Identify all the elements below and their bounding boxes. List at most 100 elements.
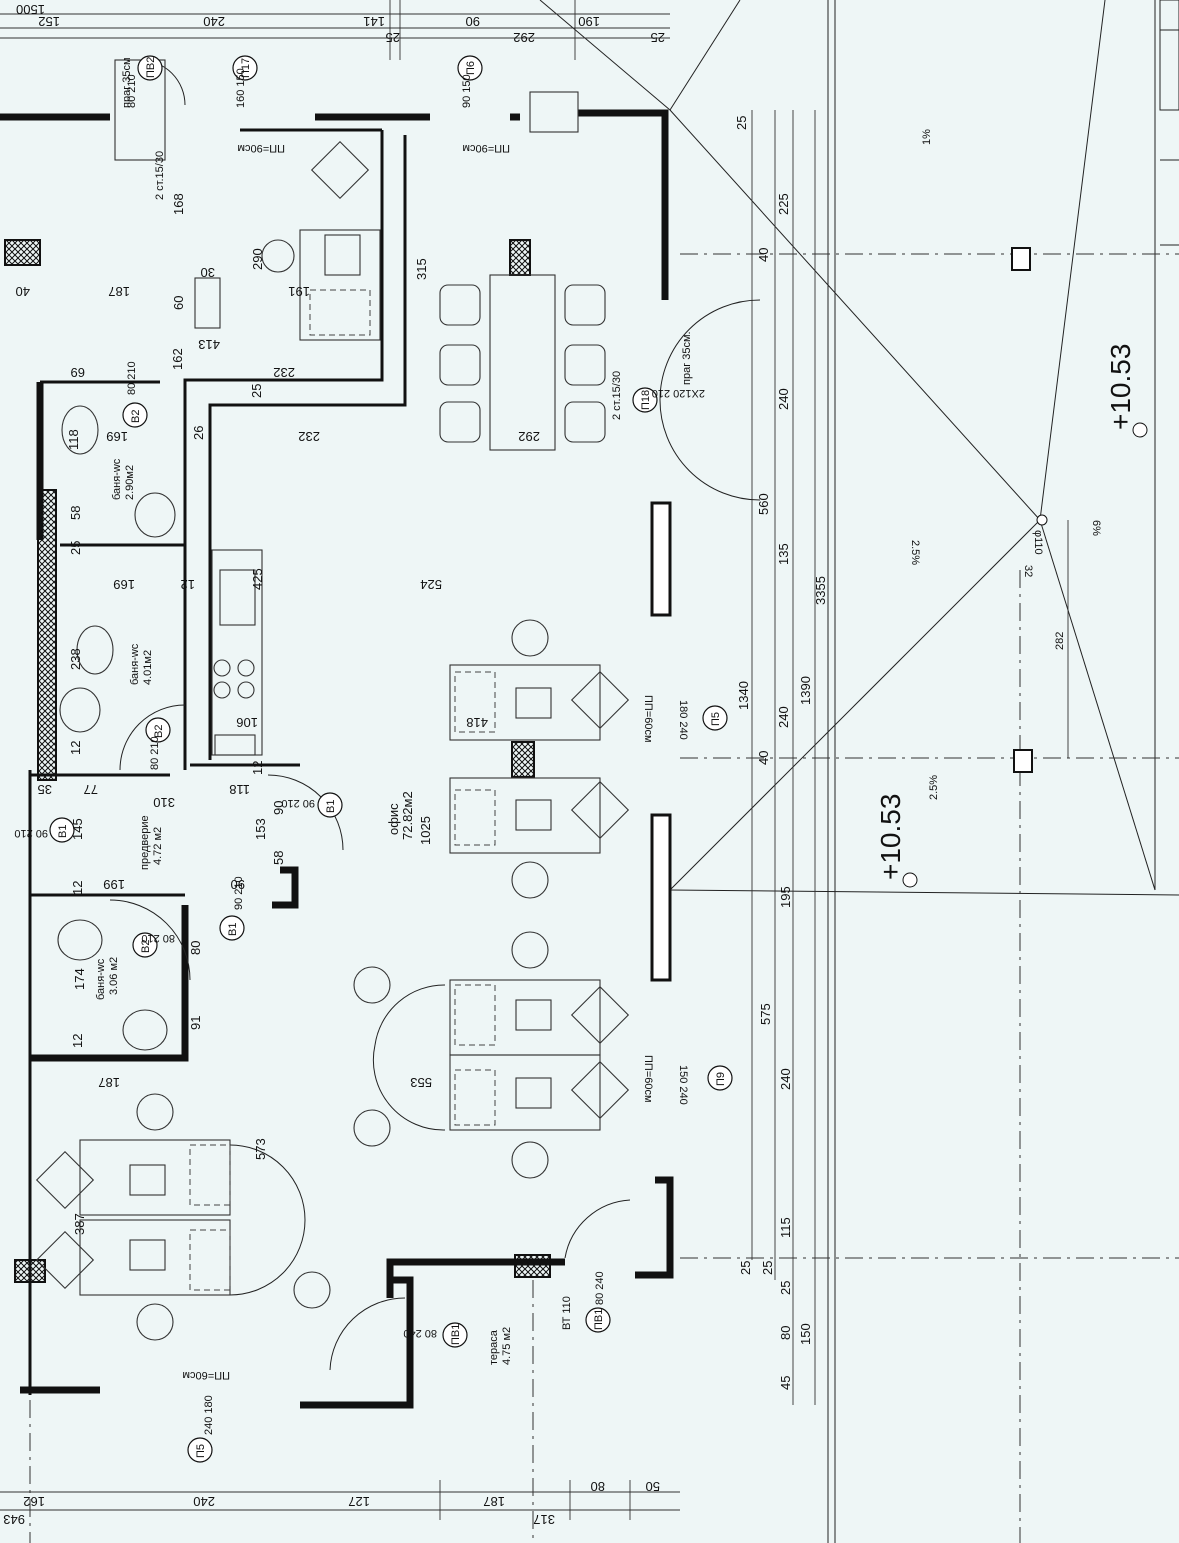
- dim-right-1340: 1340: [736, 681, 751, 710]
- door-tag-b2c: В2: [132, 932, 158, 958]
- svg-text:В2: В2: [140, 940, 152, 953]
- dim-inner-80: 80: [188, 941, 203, 955]
- note-pp90: ПП=90см: [237, 142, 285, 154]
- door-size-b2a: 80 210: [126, 361, 138, 395]
- door-tag-pv1a: ПВ1: [442, 1322, 468, 1348]
- dim-inner-40: 40: [16, 284, 30, 299]
- dim-inner-425: 425: [250, 568, 265, 590]
- dim-bot-943: 943: [3, 1512, 25, 1527]
- door-tag-p5b: П5: [187, 1437, 213, 1463]
- svg-text:П6: П6: [465, 61, 477, 75]
- svg-text:ПВ2: ПВ2: [145, 57, 157, 78]
- dim-inner-292: 292: [518, 429, 540, 444]
- slope-label-1: 1%: [921, 129, 933, 145]
- dim-inner-238: 238: [68, 648, 83, 670]
- svg-text:П17: П17: [240, 58, 252, 78]
- dim-right-240b: 240: [776, 706, 791, 728]
- note-sill-35b: праг 35см.: [681, 331, 693, 385]
- dim-right-45: 45: [778, 1376, 793, 1390]
- dim-inner-191: 191: [288, 284, 310, 299]
- dim-inner-90a: 90: [271, 801, 286, 815]
- room-office-area: 72.82м2: [400, 791, 415, 840]
- dim-top-190: 190: [578, 14, 600, 29]
- note-step-1: 2 ст.15/30: [154, 151, 166, 200]
- dim-top-141: 141: [363, 14, 385, 29]
- dim-right-1390: 1390: [798, 676, 813, 705]
- room-terrace-area: 4.75 м2: [501, 1327, 513, 1365]
- dim-right-80: 80: [778, 1326, 793, 1340]
- dim-inner-168: 168: [171, 193, 186, 215]
- dim-inner-199: 199: [103, 877, 125, 892]
- door-tag-p17: П17: [232, 55, 258, 81]
- dim-bot-80: 80: [591, 1479, 605, 1494]
- dim-bot-162: 162: [23, 1494, 45, 1509]
- pipe-dim-282: 282: [1054, 632, 1066, 650]
- dim-inner-60: 60: [171, 296, 186, 310]
- dim-inner-69: 69: [71, 365, 85, 380]
- dim-inner-118: 118: [66, 429, 81, 450]
- dim-top-1500: 1500: [16, 2, 45, 17]
- dim-right-115: 115: [778, 1217, 793, 1238]
- dim-inner-58b: 58: [271, 851, 286, 865]
- dim-inner-30: 30: [201, 265, 215, 280]
- door-tag-pv1b: ПВ1: [585, 1307, 611, 1333]
- door-size-pv1b: 80 240: [594, 1271, 606, 1305]
- dim-right-560: 560: [756, 493, 771, 515]
- svg-text:В1: В1: [57, 825, 69, 838]
- svg-text:П5: П5: [710, 712, 722, 726]
- dim-top-90: 90: [466, 14, 480, 29]
- dim-inner-1025: 1025: [418, 816, 433, 845]
- dim-inner-26: 26: [191, 426, 206, 440]
- pipe-dim-32: 32: [1022, 565, 1034, 577]
- dim-inner-153: 153: [253, 818, 268, 840]
- dim-inner-35: 35: [38, 782, 52, 797]
- dim-bot-50: 50: [646, 1479, 660, 1494]
- pipe-diameter: φ110: [1032, 530, 1044, 555]
- svg-text:В1: В1: [325, 800, 337, 813]
- dim-right-135: 135: [776, 543, 791, 565]
- door-size-p18: 2Х120 210: [652, 387, 705, 399]
- door-size-p5b: 240 180: [203, 1395, 215, 1435]
- dim-inner-524: 524: [420, 577, 442, 592]
- door-tag-p5a: П5: [702, 705, 728, 731]
- dim-inner-232b: 232: [298, 429, 320, 444]
- slope-label-3: 6%: [1090, 520, 1102, 536]
- dim-inner-387: 387: [72, 1213, 87, 1235]
- svg-text:П18: П18: [640, 390, 652, 410]
- note-sill-35: праг 35см: [121, 57, 133, 108]
- door-size-p5a: 180 240: [677, 700, 689, 740]
- svg-text:П9: П9: [715, 1072, 727, 1086]
- door-size-p17: 160 150: [235, 68, 247, 108]
- door-tag-pv2: ПВ2: [137, 55, 163, 81]
- dim-right-25a: 25: [734, 116, 749, 130]
- dim-inner-315: 315: [414, 258, 429, 280]
- door-tag-p18: П18: [632, 387, 658, 413]
- door-tag-b2b: В2: [145, 717, 171, 743]
- door-size-pv1a: 80 240: [403, 1327, 437, 1339]
- room-bath1-name: баня-wc: [111, 458, 123, 500]
- dim-inner-413: 413: [198, 337, 220, 352]
- svg-text:В2: В2: [130, 410, 142, 423]
- dim-right-195: 195: [778, 886, 793, 908]
- room-bath2-name: баня-wc: [129, 643, 141, 685]
- door-size-b1c: 90 210: [233, 876, 245, 910]
- dim-inner-553: 553: [410, 1075, 432, 1090]
- dim-inner-290: 290: [250, 248, 265, 270]
- dim-inner-12a: 12: [181, 577, 195, 592]
- dim-right-3355: 3355: [813, 576, 828, 605]
- room-hall-area: 4.72 м2: [152, 827, 164, 865]
- dim-right-575: 575: [758, 1003, 773, 1025]
- dim-inner-187: 187: [108, 284, 130, 299]
- dim-inner-58a: 58: [68, 506, 83, 520]
- note-pp60c: ПП=60см: [182, 1369, 230, 1381]
- dim-inner-25b: 25: [68, 541, 83, 555]
- level-label-lower: +10.53: [875, 794, 906, 880]
- svg-text:ПВ1: ПВ1: [450, 1324, 462, 1345]
- dim-bot-317: 317: [533, 1512, 555, 1527]
- svg-text:В2: В2: [153, 725, 165, 738]
- room-terrace-name: тераса: [488, 1329, 500, 1365]
- door-size-p9: 150 240: [677, 1065, 689, 1105]
- dim-inner-91: 91: [188, 1016, 203, 1030]
- dim-right-25b: 25: [738, 1261, 753, 1275]
